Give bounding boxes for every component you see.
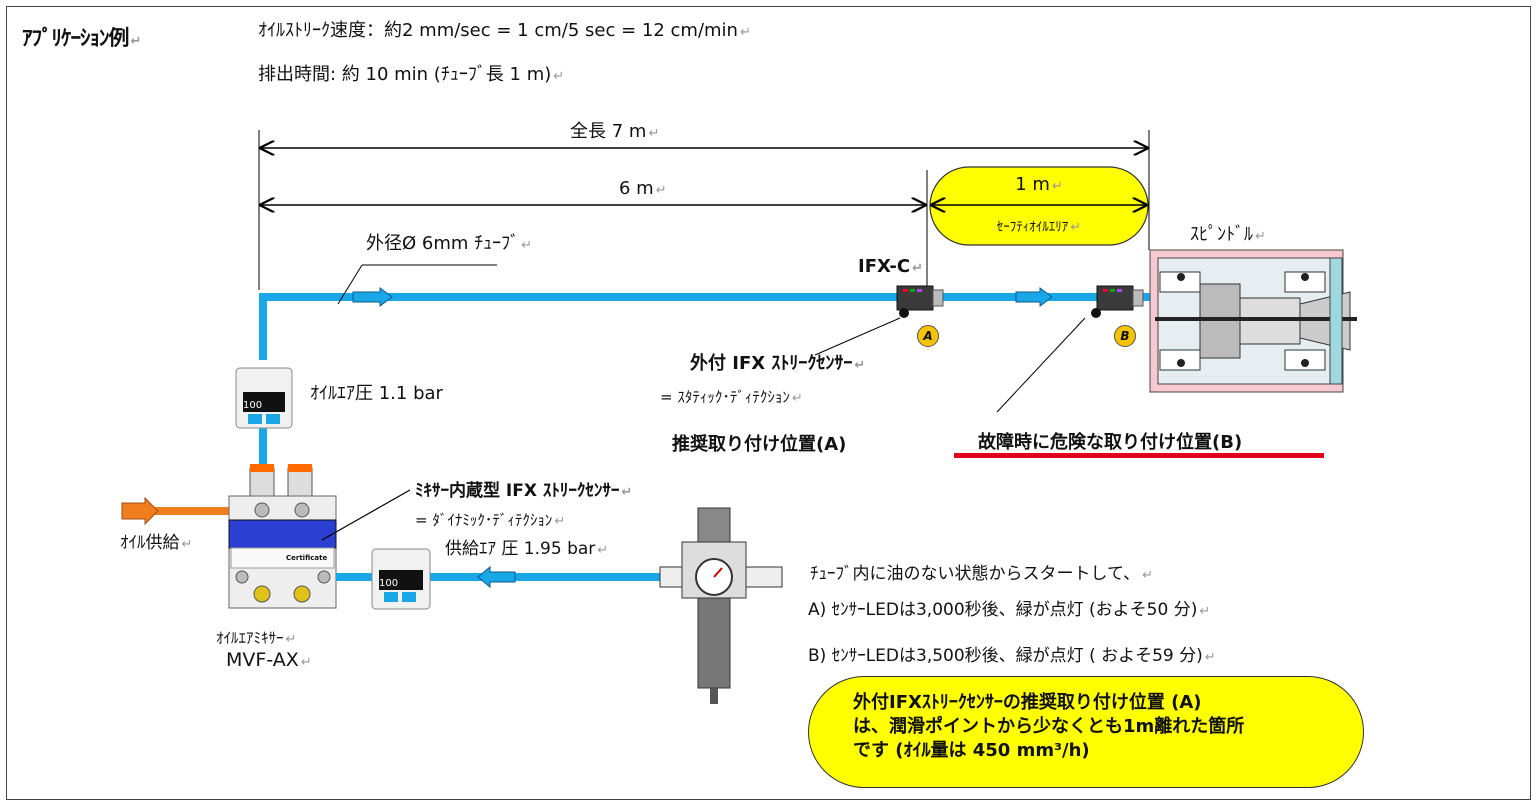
dynamic-detection-label: = ﾀﾞｲﾅﾐｯｸ･ﾃﾞｨﾃｸｼｮﾝ↵ — [415, 511, 566, 529]
static-detection-label: = ｽﾀﾃｨｯｸ･ﾃﾞｨﾃｸｼｮﾝ↵ — [660, 388, 803, 406]
external-sensor-label: 外付 IFX ｽﾄﾘｰｸｾﾝｻｰ↵ — [690, 353, 866, 374]
note-start: ﾁｭｰﾌﾞ内に油のない状態からスタートして、↵ — [810, 564, 1154, 584]
ifx-sensor-b — [1091, 285, 1144, 318]
callout-text: 外付IFXｽﾄﾘｰｸｾﾝｻｰの推奨取り付け位置 (A) は、潤滑ポイントから少な… — [853, 692, 1245, 761]
mixer-sensor-label: ﾐｷｻｰ内蔵型 IFX ｽﾄﾘｰｸｾﾝｻｰ↵ — [415, 481, 633, 501]
dangerous-position-label: 故障時に危険な取り付け位置(B) — [978, 432, 1243, 453]
recommendation-callout: 外付IFXｽﾄﾘｰｸｾﾝｻｰの推奨取り付け位置 (A) は、潤滑ポイントから少な… — [808, 676, 1364, 788]
mixer-name-label: ｵｲﾙｴｱﾐｷｻｰ↵ — [216, 629, 297, 647]
ifx-sensor-a — [896, 285, 944, 318]
note-a: A) ｾﾝｻｰLEDは3,000秒後、緑が点灯 (およそ50 分)↵ — [808, 600, 1211, 620]
air-regulator — [659, 507, 783, 704]
note-b: B) ｾﾝｻｰLEDは3,500秒後、緑が点灯 ( およそ59 分)↵ — [808, 646, 1216, 666]
mixer-sensor-leader — [321, 489, 411, 541]
discharge-time-text: 排出時間: 約 10 min (ﾁｭｰﾌﾞ長 1 m)↵ — [258, 64, 565, 85]
sensor-b-leader — [996, 317, 1086, 413]
supply-air-gauge-display: 100 — [379, 578, 399, 589]
oil-air-mixer — [228, 464, 337, 609]
oil-supply-arrowhead — [121, 496, 159, 526]
mixer-model-label: MVF-AX↵ — [226, 649, 312, 671]
six-m-label: 6 m↵ — [619, 178, 667, 199]
recommended-position-label: 推奨取り付け位置(A) — [672, 434, 847, 455]
tube-leader — [337, 264, 363, 305]
tube-label: 外径Ø 6mm ﾁｭｰﾌﾞ↵ — [366, 233, 533, 254]
page-title: ｱﾌﾟﾘｹｰｼｮﾝ例↵ — [22, 26, 141, 50]
sensor-a-leader — [814, 317, 901, 356]
spindle-drawing — [1149, 249, 1357, 393]
safety-area-label: ｾｰﾌﾃｨｵｲﾙｴﾘｱ↵ — [996, 220, 1082, 235]
flow-arrow-1 — [352, 287, 393, 307]
spindle-label: ｽﾋﾟﾝﾄﾞﾙ↵ — [1190, 224, 1266, 245]
slide-frame — [6, 6, 1531, 800]
one-m-label: 1 m↵ — [1015, 174, 1063, 195]
supply-air-label: 供給ｴｱ 圧 1.95 bar↵ — [445, 539, 609, 559]
oil-air-pressure-label: ｵｲﾙｴｱ圧 1.1 bar — [310, 383, 443, 404]
danger-underline — [954, 453, 1324, 458]
supply-flow-arrow — [477, 565, 516, 589]
total-length-label: 全長 7 m↵ — [570, 121, 660, 142]
oil-air-gauge — [235, 367, 293, 429]
oil-air-gauge-display: 100 — [243, 400, 263, 411]
badge-a: A — [917, 325, 939, 347]
flow-arrow-2 — [1015, 287, 1053, 307]
ifx-c-label: IFX-C↵ — [858, 256, 923, 277]
supply-air-gauge — [371, 548, 431, 610]
badge-b: B — [1114, 325, 1136, 347]
oil-supply-label: ｵｲﾙ供給↵ — [120, 533, 193, 553]
streak-speed-text: ｵｲﾙｽﾄﾘｰｸ速度：約2 mm/sec = 1 cm/5 sec = 12 c… — [258, 20, 751, 41]
mixer-certificate-label: Certificate — [286, 554, 328, 562]
